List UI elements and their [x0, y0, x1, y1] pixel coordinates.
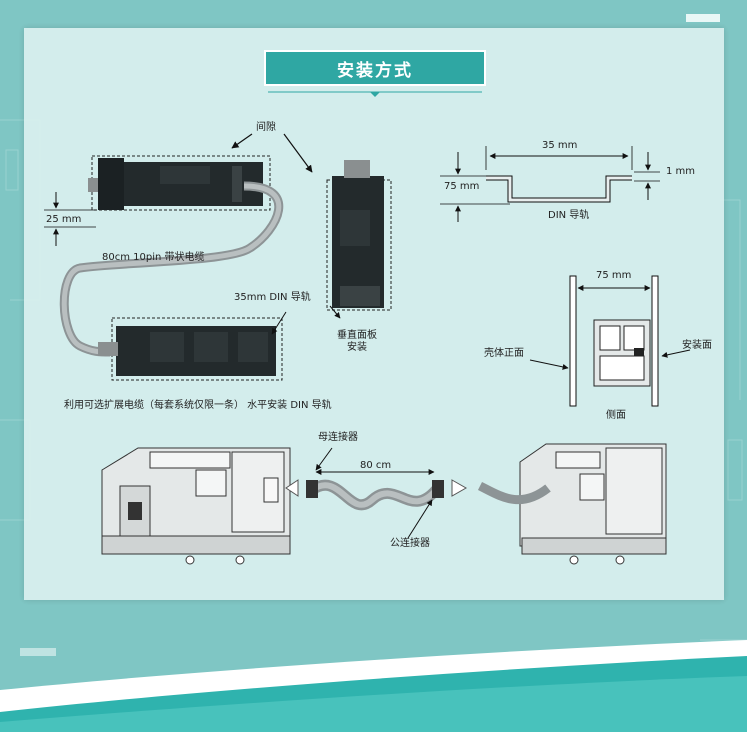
gap-arrow-right — [283, 133, 313, 173]
expansion-module-top — [88, 155, 271, 211]
dim-25mm-marker — [44, 192, 96, 246]
ribbon-cable — [59, 181, 284, 357]
side-view-label: 侧面 — [606, 410, 626, 421]
extension-cable — [285, 447, 551, 539]
din-rail-profile — [440, 146, 660, 222]
din-arrow-left — [271, 311, 287, 335]
female-connector-plug — [306, 480, 318, 498]
expansion-module-bottom — [98, 317, 283, 381]
decorative-bar — [20, 648, 56, 656]
gap-arrow-left — [231, 133, 253, 149]
title-underline — [268, 91, 482, 97]
plc-left — [101, 447, 291, 565]
plc-right — [519, 443, 667, 565]
dim-1mm-label: 1 mm — [666, 166, 696, 177]
mount-face-label: 安装面 — [682, 340, 712, 351]
ribbon-cable-label: 80cm 10pin 带状电缆 — [102, 252, 205, 263]
female-connector-label: 母连接器 — [318, 432, 358, 443]
decorative-bar — [686, 14, 720, 22]
housing-front-label: 壳体正面 — [484, 348, 524, 359]
dim-75mm-rail-label: 75 mm — [444, 181, 480, 192]
male-connector-plug — [432, 480, 444, 498]
side-view-drawing — [529, 275, 691, 407]
expansion-module-vertical — [326, 160, 392, 311]
gap-label: 间隙 — [256, 122, 276, 133]
dim-75mm-side-label: 75 mm — [596, 270, 632, 281]
din35-label: 35mm DIN 导轨 — [234, 292, 311, 303]
vertical-mount-label: 垂直面板 安装 — [337, 330, 377, 353]
dim-35mm-label: 35 mm — [542, 140, 578, 151]
din-rail-label: DIN 导轨 — [548, 210, 590, 221]
dim-25mm-label: 25 mm — [46, 214, 82, 225]
horizontal-note-label: 利用可选扩展电缆（每套系统仅限一条） 水平安装 DIN 导轨 — [64, 400, 332, 411]
page-title: 安装方式 — [264, 50, 486, 86]
male-connector-label: 公连接器 — [390, 538, 430, 549]
din-arrow-right — [329, 305, 341, 319]
dim-80cm-label: 80 cm — [360, 460, 392, 471]
